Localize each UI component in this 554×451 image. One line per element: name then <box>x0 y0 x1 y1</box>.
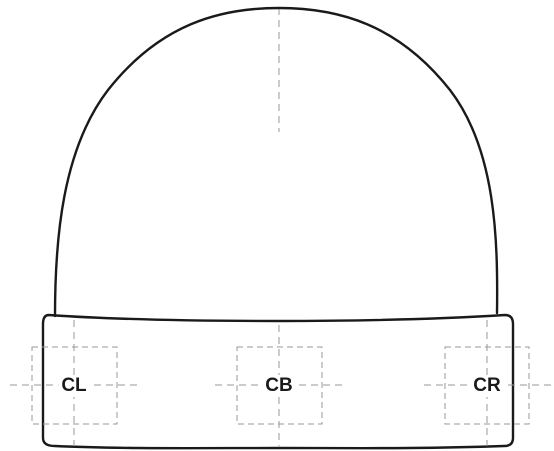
left-zone-box <box>31 346 118 425</box>
back-zone-label: CB <box>262 375 296 397</box>
beanie-crown <box>53 6 499 318</box>
right-zone-label: CR <box>470 375 504 397</box>
left-zone-label: CL <box>58 375 90 397</box>
beanie-cuff <box>41 313 515 450</box>
right-zone-box <box>444 346 530 425</box>
back-zone-box <box>236 346 323 425</box>
